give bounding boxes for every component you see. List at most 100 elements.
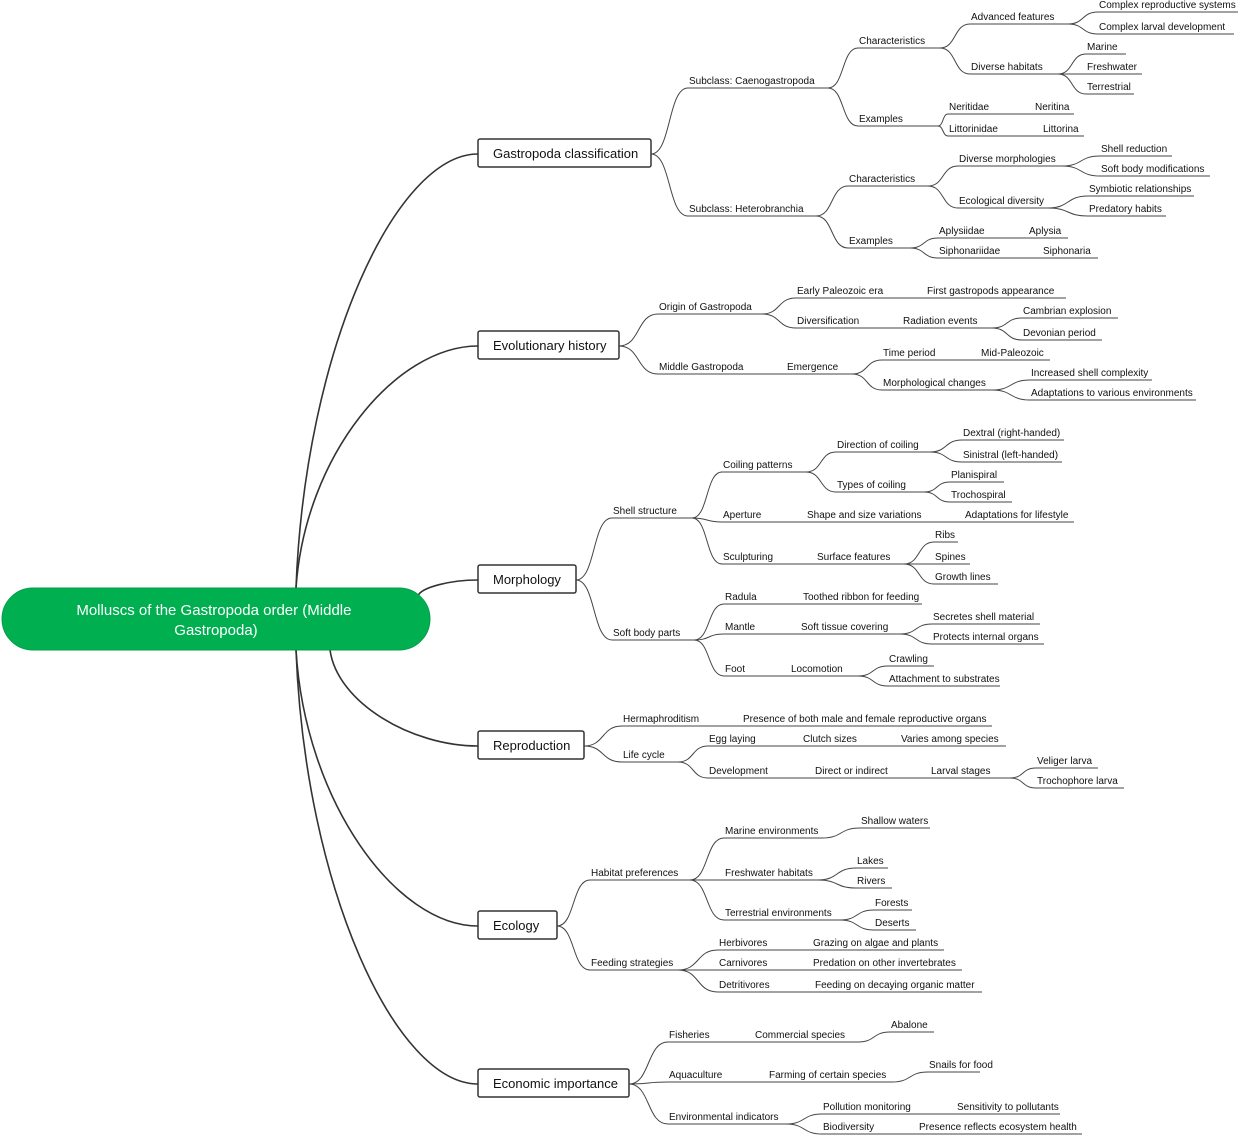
node-secretes-shell-material[interactable]: Secretes shell material [932, 612, 1040, 625]
node-marine-environments[interactable]: Marine environments [724, 826, 822, 839]
node-crawling[interactable]: Crawling [888, 654, 934, 667]
node-adaptations-to-various-environments[interactable]: Adaptations to various environments [1030, 388, 1196, 401]
main-branch-ecology[interactable]: Ecology [477, 910, 558, 940]
node-carnivores[interactable]: Carnivores [718, 958, 790, 971]
node-varies-among-species[interactable]: Varies among species [900, 734, 1006, 747]
node-subclass-caenogastropoda[interactable]: Subclass: Caenogastropoda [688, 76, 828, 89]
node-surface-features[interactable]: Surface features [816, 552, 904, 565]
node-predation-on-other-invertebrates[interactable]: Predation on other invertebrates [812, 958, 962, 971]
node-veliger-larva[interactable]: Veliger larva [1036, 756, 1098, 769]
node-littorina[interactable]: Littorina [1042, 124, 1084, 137]
node-lakes[interactable]: Lakes [856, 856, 888, 869]
node-farming-of-certain-species[interactable]: Farming of certain species [768, 1070, 892, 1083]
node-foot[interactable]: Foot [724, 664, 762, 677]
node-spines[interactable]: Spines [934, 552, 970, 565]
main-branch-reproduction[interactable]: Reproduction [477, 730, 585, 760]
node-rivers[interactable]: Rivers [856, 876, 892, 889]
node-presence-of-both-male-and-female-reproductive-organs[interactable]: Presence of both male and female reprodu… [742, 714, 992, 727]
node-aplysiidae[interactable]: Aplysiidae [938, 226, 1012, 239]
node-complex-larval-development[interactable]: Complex larval development [1098, 22, 1234, 35]
node-soft-tissue-covering[interactable]: Soft tissue covering [800, 622, 900, 635]
node-neritidae[interactable]: Neritidae [948, 102, 1020, 115]
node-devonian-period[interactable]: Devonian period [1022, 328, 1102, 341]
node-habitat-preferences[interactable]: Habitat preferences [590, 868, 690, 881]
node-herbivores[interactable]: Herbivores [718, 938, 790, 951]
node-trochospiral[interactable]: Trochospiral [950, 490, 1012, 503]
node-complex-reproductive-systems[interactable]: Complex reproductive systems [1098, 0, 1238, 13]
main-branch-economic-importance[interactable]: Economic importance [477, 1068, 630, 1098]
node-cambrian-explosion[interactable]: Cambrian explosion [1022, 306, 1118, 319]
node-predatory-habits[interactable]: Predatory habits [1088, 204, 1166, 217]
node-morphological-changes[interactable]: Morphological changes [882, 378, 992, 391]
node-coiling-patterns[interactable]: Coiling patterns [722, 460, 806, 473]
node-forests[interactable]: Forests [874, 898, 912, 911]
node-clutch-sizes[interactable]: Clutch sizes [802, 734, 878, 747]
node-terrestrial[interactable]: Terrestrial [1086, 82, 1134, 95]
node-shell-structure[interactable]: Shell structure [612, 506, 692, 519]
node-aplysia[interactable]: Aplysia [1028, 226, 1068, 239]
node-fisheries[interactable]: Fisheries [668, 1030, 724, 1043]
node-terrestrial-environments[interactable]: Terrestrial environments [724, 908, 840, 921]
node-sinistral-left-handed[interactable]: Sinistral (left-handed) [962, 450, 1062, 463]
node-shape-and-size-variations[interactable]: Shape and size variations [806, 510, 940, 523]
node-detritivores[interactable]: Detritivores [718, 980, 796, 993]
node-presence-reflects-ecosystem-health[interactable]: Presence reflects ecosystem health [918, 1122, 1082, 1135]
node-diversification[interactable]: Diversification [796, 316, 888, 329]
root-node[interactable]: Molluscs of the Gastropoda order (Middle… [1, 587, 431, 651]
node-advanced-features[interactable]: Advanced features [970, 12, 1068, 25]
node-soft-body-parts[interactable]: Soft body parts [612, 628, 694, 641]
node-diverse-morphologies[interactable]: Diverse morphologies [958, 154, 1062, 167]
node-types-of-coiling[interactable]: Types of coiling [836, 480, 924, 493]
node-diverse-habitats[interactable]: Diverse habitats [970, 62, 1058, 75]
node-characteristics[interactable]: Characteristics [858, 36, 940, 49]
node-siphonariidae[interactable]: Siphonariidae [938, 246, 1026, 259]
node-symbiotic-relationships[interactable]: Symbiotic relationships [1088, 184, 1194, 197]
node-origin-of-gastropoda[interactable]: Origin of Gastropoda [658, 302, 762, 315]
node-shell-reduction[interactable]: Shell reduction [1100, 144, 1172, 157]
node-first-gastropods-appearance[interactable]: First gastropods appearance [926, 286, 1066, 299]
node-ecological-diversity[interactable]: Ecological diversity [958, 196, 1048, 209]
node-radiation-events[interactable]: Radiation events [902, 316, 992, 329]
node-examples[interactable]: Examples [858, 114, 938, 127]
node-subclass-heterobranchia[interactable]: Subclass: Heterobranchia [688, 204, 816, 217]
node-aperture[interactable]: Aperture [722, 510, 796, 523]
node-toothed-ribbon-for-feeding[interactable]: Toothed ribbon for feeding [802, 592, 922, 605]
node-neritina[interactable]: Neritina [1034, 102, 1074, 115]
main-branch-morphology[interactable]: Morphology [477, 564, 577, 594]
node-time-period[interactable]: Time period [882, 348, 958, 361]
node-hermaphroditism[interactable]: Hermaphroditism [622, 714, 720, 727]
node-early-paleozoic-era[interactable]: Early Paleozoic era [796, 286, 912, 299]
node-trochophore-larva[interactable]: Trochophore larva [1036, 776, 1124, 789]
node-planispiral[interactable]: Planispiral [950, 470, 1004, 483]
node-emergence[interactable]: Emergence [786, 362, 852, 375]
node-mid-paleozoic[interactable]: Mid-Paleozoic [980, 348, 1050, 361]
node-radula[interactable]: Radula [724, 592, 780, 605]
node-characteristics[interactable]: Characteristics [848, 174, 928, 187]
node-grazing-on-algae-and-plants[interactable]: Grazing on algae and plants [812, 938, 944, 951]
node-shallow-waters[interactable]: Shallow waters [860, 816, 930, 829]
node-feeding-strategies[interactable]: Feeding strategies [590, 958, 678, 971]
node-feeding-on-decaying-organic-matter[interactable]: Feeding on decaying organic matter [814, 980, 982, 993]
node-examples[interactable]: Examples [848, 236, 910, 249]
node-sculpturing[interactable]: Sculpturing [722, 552, 806, 565]
node-freshwater-habitats[interactable]: Freshwater habitats [724, 868, 818, 881]
node-egg-laying[interactable]: Egg laying [708, 734, 784, 747]
node-development[interactable]: Development [708, 766, 796, 779]
node-ribs[interactable]: Ribs [934, 530, 958, 543]
main-branch-evolutionary-history[interactable]: Evolutionary history [477, 330, 620, 360]
node-locomotion[interactable]: Locomotion [790, 664, 858, 677]
node-protects-internal-organs[interactable]: Protects internal organs [932, 632, 1044, 645]
node-siphonaria[interactable]: Siphonaria [1042, 246, 1098, 259]
node-snails-for-food[interactable]: Snails for food [928, 1060, 993, 1073]
node-sensitivity-to-pollutants[interactable]: Sensitivity to pollutants [956, 1102, 1060, 1115]
node-freshwater[interactable]: Freshwater [1086, 62, 1142, 75]
node-direction-of-coiling[interactable]: Direction of coiling [836, 440, 930, 453]
node-larval-stages[interactable]: Larval stages [930, 766, 1010, 779]
node-increased-shell-complexity[interactable]: Increased shell complexity [1030, 368, 1152, 381]
main-branch-gastropoda-classification[interactable]: Gastropoda classification [477, 138, 652, 168]
node-middle-gastropoda[interactable]: Middle Gastropoda [658, 362, 774, 375]
node-attachment-to-substrates[interactable]: Attachment to substrates [888, 674, 1000, 687]
node-abalone[interactable]: Abalone [890, 1020, 934, 1033]
node-commercial-species[interactable]: Commercial species [754, 1030, 858, 1043]
node-biodiversity[interactable]: Biodiversity [822, 1122, 876, 1135]
